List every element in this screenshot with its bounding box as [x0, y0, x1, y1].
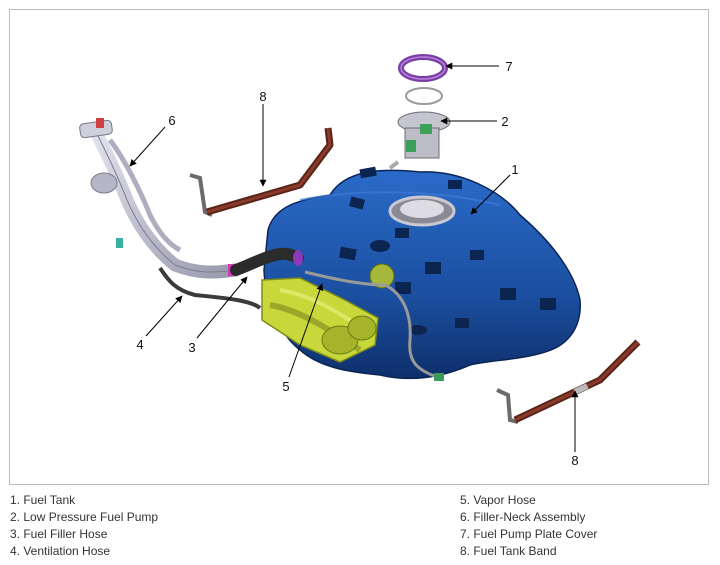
ventilation-hose [158, 266, 262, 310]
fuel-filler-hose [230, 247, 304, 276]
callout-8-lower: 8 [571, 453, 578, 468]
callout-5: 5 [282, 379, 289, 394]
fuel-tank-band-upper [189, 127, 334, 217]
callout-2: 2 [501, 114, 508, 129]
legend-item-fuel-tank: 1. Fuel Tank [10, 493, 76, 507]
leader-lines [129, 62, 579, 452]
legend-left: 1. Fuel Tank 2. Low Pressure Fuel Pump 3… [10, 492, 158, 560]
callout-3: 3 [188, 340, 195, 355]
legend-item-fuel-filler-hose: 3. Fuel Filler Hose [10, 527, 108, 541]
fuel-pump-plate-cover [398, 54, 448, 82]
low-pressure-fuel-pump [388, 111, 451, 170]
legend-item-low-pressure-fuel-pump: 2. Low Pressure Fuel Pump [10, 510, 159, 524]
legend-item-ventilation-hose: 4. Ventilation Hose [10, 544, 111, 558]
o-ring [405, 87, 443, 105]
legend-item-filler-neck-assembly: 6. Filler-Neck Assembly [460, 510, 586, 524]
legend-item-fuel-pump-plate-cover: 7. Fuel Pump Plate Cover [460, 527, 598, 541]
filler-neck-assembly [79, 118, 242, 279]
legend-right: 5. Vapor Hose 6. Filler-Neck Assembly 7.… [460, 492, 597, 560]
callout-4: 4 [136, 337, 143, 352]
callout-6: 6 [168, 113, 175, 128]
vapor-hose [304, 270, 444, 381]
callout-8-upper: 8 [259, 89, 266, 104]
canister [261, 263, 395, 363]
legend-item-vapor-hose: 5. Vapor Hose [460, 493, 536, 507]
fuel-system-diagram: 1 2 3 4 5 6 7 8 8 [79, 54, 641, 468]
callout-7: 7 [505, 59, 512, 74]
callout-1: 1 [511, 162, 518, 177]
legend-item-fuel-tank-band: 8. Fuel Tank Band [460, 544, 557, 558]
